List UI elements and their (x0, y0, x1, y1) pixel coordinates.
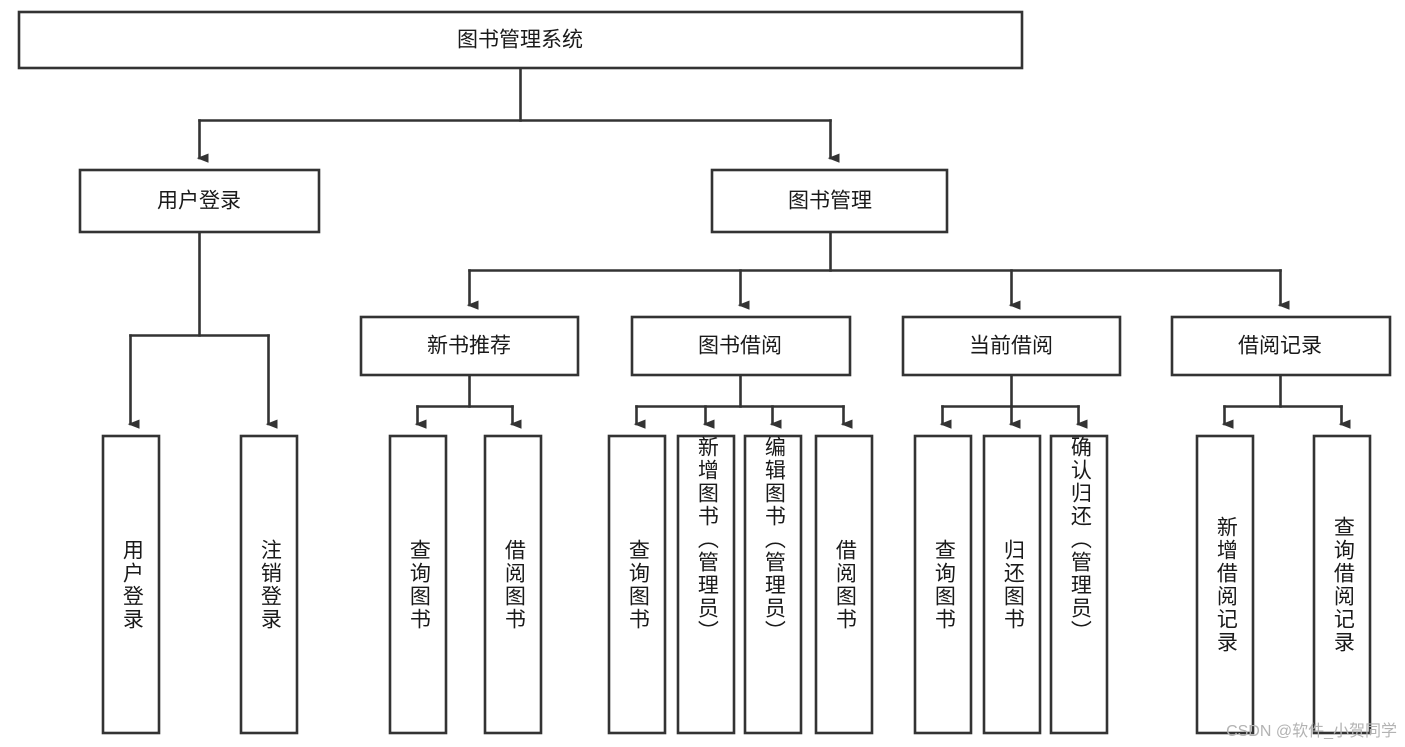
leaf-boxes (101, 434, 1372, 735)
node-book-borrow-box[interactable] (630, 315, 852, 377)
node-leaf-13-box[interactable] (1312, 434, 1372, 735)
node-leaf-5-box[interactable] (607, 434, 667, 735)
edge-group-book-borrow (633, 373, 853, 429)
node-leaf-8-box[interactable] (814, 434, 874, 735)
node-borrow-record-box[interactable] (1170, 315, 1392, 377)
node-book-manage-label: 图书管理 (788, 190, 872, 213)
node-borrow-record[interactable]: 借阅记录 (1170, 315, 1392, 377)
edge-group-user-login (127, 230, 278, 429)
edge-group-new-book-rec (414, 373, 522, 429)
node-current-borrow[interactable]: 当前借阅 (901, 315, 1122, 377)
node-leaf-9-box[interactable] (913, 434, 973, 735)
node-new-book-rec-box[interactable] (359, 315, 580, 377)
node-book-borrow-label: 图书借阅 (698, 335, 782, 358)
node-leaf-4-box[interactable] (483, 434, 543, 735)
node-user-login-label: 用户登录 (157, 190, 241, 213)
node-current-borrow-label: 当前借阅 (969, 335, 1053, 358)
node-new-book-rec[interactable]: 新书推荐 (359, 315, 580, 377)
node-root-box[interactable] (17, 10, 1024, 70)
edge-group-book-manage (466, 230, 1290, 310)
node-borrow-record-label: 借阅记录 (1238, 335, 1322, 358)
node-root-label: 图书管理系统 (457, 29, 583, 52)
node-leaf-2-box[interactable] (239, 434, 299, 735)
node-leaf-6-box[interactable] (676, 434, 736, 735)
node-book-manage-box[interactable] (710, 168, 949, 234)
node-leaf-12-box[interactable] (1195, 434, 1255, 735)
node-new-book-rec-label: 新书推荐 (427, 335, 511, 358)
node-leaf-3-box[interactable] (388, 434, 448, 735)
node-leaf-10-box[interactable] (982, 434, 1042, 735)
node-user-login-box[interactable] (78, 168, 321, 234)
node-leaf-7-box[interactable] (743, 434, 803, 735)
watermark: CSDN @软件_小贺同学 (1226, 723, 1397, 740)
node-leaf-1-box[interactable] (101, 434, 161, 735)
node-root[interactable]: 图书管理系统 (17, 10, 1024, 70)
node-current-borrow-box[interactable] (901, 315, 1122, 377)
edge-group-borrow-record (1221, 373, 1351, 429)
node-leaf-11-box[interactable] (1049, 434, 1109, 735)
node-book-manage[interactable]: 图书管理 (710, 168, 949, 234)
node-book-borrow[interactable]: 图书借阅 (630, 315, 852, 377)
edge-group-current-borrow (939, 373, 1088, 429)
edge-group-root (196, 66, 840, 163)
node-user-login[interactable]: 用户登录 (78, 168, 321, 234)
